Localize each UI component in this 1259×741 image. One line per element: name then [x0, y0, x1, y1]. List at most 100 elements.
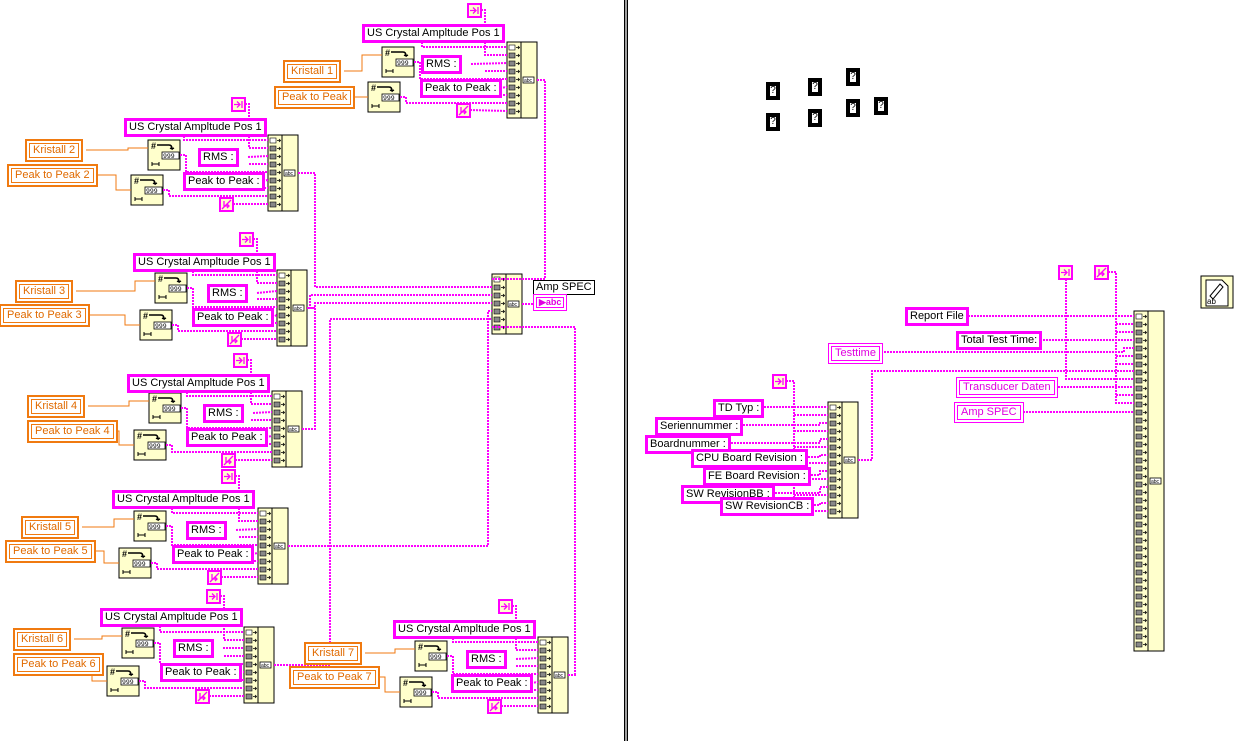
end-of-line-constant-icon[interactable]: [219, 197, 234, 212]
unknown-node-icon[interactable]: ?: [846, 99, 860, 117]
tab-constant-icon[interactable]: [1058, 265, 1073, 280]
wire[interactable]: [163, 189, 268, 197]
control-wire[interactable]: [365, 648, 415, 654]
wire[interactable]: [159, 626, 244, 633]
report-concatenate-node[interactable]: abc: [1133, 310, 1165, 652]
number-to-string-node[interactable]: #999: [154, 272, 188, 304]
kristall-control[interactable]: Kristall 1: [282, 60, 342, 83]
concatenate-strings-node[interactable]: abc: [537, 636, 569, 714]
wire[interactable]: [432, 691, 538, 699]
wire[interactable]: [183, 136, 268, 141]
transducer-daten-control[interactable]: Transducer Daten: [956, 377, 1058, 398]
tab-constant-icon[interactable]: [221, 469, 236, 484]
end-of-line-constant-icon[interactable]: [221, 453, 236, 468]
wire[interactable]: [1108, 271, 1134, 404]
tab-constant-icon[interactable]: [239, 232, 254, 247]
control-wire[interactable]: [88, 400, 149, 407]
end-of-line-constant-icon[interactable]: [195, 689, 210, 704]
control-wire[interactable]: [80, 314, 140, 326]
number-to-string-node[interactable]: #999: [414, 640, 448, 672]
end-of-line-constant-icon[interactable]: [227, 332, 242, 347]
number-to-string-node[interactable]: #999: [121, 627, 155, 659]
number-to-string-node[interactable]: #999: [130, 174, 164, 206]
wire[interactable]: [481, 9, 507, 56]
group-output-wire[interactable]: [288, 310, 492, 547]
wire[interactable]: [247, 155, 269, 158]
concatenate-strings-node[interactable]: abc: [506, 41, 538, 119]
wire[interactable]: [139, 680, 244, 689]
peak-to-peak-control[interactable]: Peak to Peak 5: [5, 540, 96, 563]
wire[interactable]: [743, 422, 828, 426]
number-to-string-node[interactable]: #999: [133, 510, 167, 542]
wire[interactable]: [1065, 279, 1134, 380]
wire[interactable]: [166, 444, 272, 453]
wire[interactable]: [235, 528, 259, 531]
concatenate-strings-node[interactable]: abc: [271, 390, 303, 468]
unknown-node-icon[interactable]: ?: [808, 78, 822, 96]
kristall-control[interactable]: Kristall 5: [20, 516, 80, 539]
unknown-node-icon[interactable]: ?: [766, 82, 780, 100]
tab-constant-icon[interactable]: [233, 353, 248, 368]
wire[interactable]: [186, 392, 272, 397]
peak-to-peak-control[interactable]: Peak to Peak 4: [27, 420, 118, 443]
number-to-string-node[interactable]: #999: [399, 676, 433, 708]
tab-constant-icon[interactable]: [206, 589, 221, 604]
end-of-line-constant-icon[interactable]: [456, 103, 471, 118]
number-to-string-node[interactable]: #999: [118, 547, 152, 579]
number-to-string-node[interactable]: #999: [147, 139, 181, 171]
wire[interactable]: [731, 438, 828, 444]
wire[interactable]: [256, 290, 278, 294]
wire[interactable]: [786, 380, 795, 511]
number-to-string-node[interactable]: #999: [106, 665, 140, 697]
testtime-control[interactable]: Testtime: [828, 343, 883, 364]
number-to-string-node[interactable]: #999: [133, 429, 167, 461]
unknown-node-icon[interactable]: ?: [766, 113, 780, 131]
wire[interactable]: [400, 96, 507, 104]
unknown-node-icon[interactable]: ?: [808, 109, 822, 127]
wire[interactable]: [814, 502, 828, 506]
group-output-wire[interactable]: [298, 172, 492, 288]
group-output-wire[interactable]: [492, 326, 576, 676]
pane-splitter[interactable]: [624, 0, 628, 741]
tab-constant-icon[interactable]: [498, 599, 513, 614]
wire[interactable]: [808, 454, 828, 458]
wire[interactable]: [470, 62, 508, 65]
end-of-line-constant-icon[interactable]: [487, 699, 502, 714]
concatenate-strings-node[interactable]: abc: [267, 134, 299, 212]
wire[interactable]: [811, 470, 828, 476]
peak-to-peak-control[interactable]: Peak to Peak 3: [0, 304, 90, 327]
group-output-wire[interactable]: [492, 79, 546, 280]
unknown-node-icon[interactable]: ?: [846, 68, 860, 86]
wire[interactable]: [452, 638, 538, 643]
control-wire[interactable]: [76, 280, 155, 292]
group-output-wire[interactable]: [302, 302, 492, 430]
write-characters-to-file-icon[interactable]: ab: [1200, 275, 1234, 309]
control-wire[interactable]: [82, 518, 134, 528]
control-wire[interactable]: [88, 174, 131, 191]
concatenate-strings-node[interactable]: abc: [276, 269, 308, 347]
amp-spec-string-indicator[interactable]: ▶abc: [533, 294, 568, 311]
amp-spec-concatenate-node[interactable]: abc: [491, 273, 523, 335]
number-to-string-node[interactable]: #999: [139, 309, 173, 341]
wire[interactable]: [181, 407, 272, 429]
peak-to-peak-control[interactable]: Peak to Peak 6: [13, 653, 104, 676]
tab-constant-icon[interactable]: [772, 374, 787, 389]
wire[interactable]: [192, 271, 277, 276]
number-to-string-node[interactable]: #999: [367, 81, 401, 113]
concatenate-strings-node[interactable]: abc: [243, 626, 275, 704]
wire[interactable]: [878, 347, 1134, 353]
wire[interactable]: [252, 411, 273, 414]
amp-spec-control[interactable]: Amp SPEC: [954, 402, 1024, 423]
wire[interactable]: [187, 287, 277, 308]
kristall-control[interactable]: Kristall 3: [14, 280, 74, 303]
tab-constant-icon[interactable]: [467, 3, 482, 18]
control-wire[interactable]: [86, 550, 119, 564]
number-to-string-node[interactable]: #999: [381, 46, 415, 78]
kristall-control[interactable]: Kristall 7: [303, 642, 363, 665]
wire[interactable]: [151, 562, 258, 570]
tab-constant-icon[interactable]: [231, 97, 246, 112]
peak-to-peak-control[interactable]: Peak to Peak 7: [289, 666, 380, 689]
kristall-control[interactable]: Kristall 4: [26, 395, 86, 418]
group-output-wire[interactable]: [274, 318, 492, 666]
concatenate-strings-node[interactable]: abc: [257, 507, 289, 585]
